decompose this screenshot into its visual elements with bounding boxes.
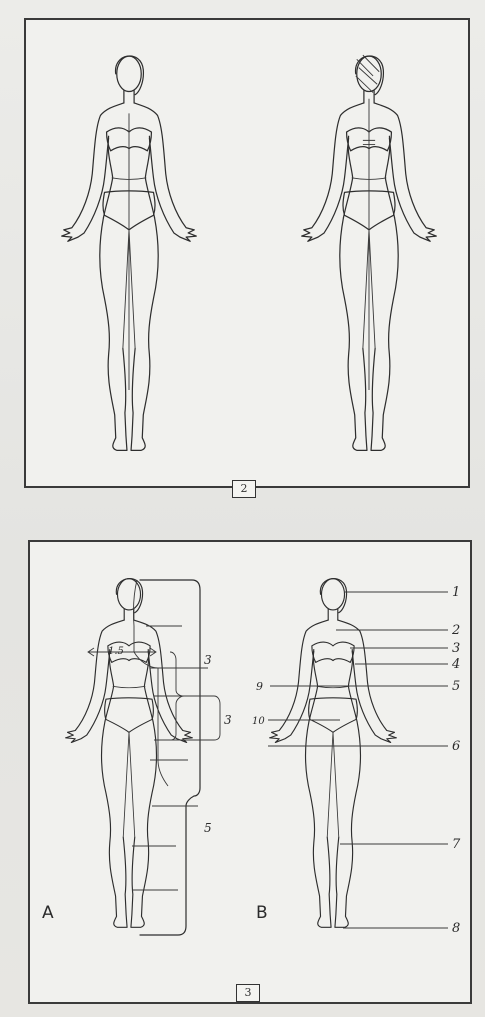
label-2: 2: [451, 623, 460, 638]
label-3: 3: [452, 641, 460, 656]
back-view-figure: [302, 55, 437, 450]
label-10: 10: [252, 716, 265, 727]
neck-measure-label: 1.5: [108, 646, 124, 657]
figure-3b-woman: [270, 579, 397, 928]
figure-number-2: 2: [232, 480, 256, 498]
figure-3b-reference-lines: [268, 592, 448, 928]
caption-b: B: [256, 903, 268, 923]
label-6: 6: [452, 739, 460, 754]
figure-3a-brackets: [88, 580, 220, 935]
label-4: 4: [451, 657, 460, 672]
label-1: 1: [452, 585, 460, 600]
bracket-label-upper: 3: [204, 653, 212, 667]
label-5: 5: [452, 679, 460, 694]
front-view-figure: [62, 56, 197, 450]
label-7: 7: [452, 837, 461, 852]
bracket-label-lower: 5: [204, 821, 212, 835]
figure-3a-labels: 1.5 3 3 5 A B: [42, 646, 268, 923]
label-8: 8: [452, 921, 460, 936]
figure-3b-number-labels: 1 2 3 4 5 6 7 8 9 10: [252, 585, 461, 936]
bracket-label-middle: 3: [224, 713, 232, 727]
figure-number-3: 3: [236, 984, 260, 1002]
label-9: 9: [256, 680, 263, 693]
figure-3a-woman: [66, 579, 193, 928]
caption-a: A: [42, 903, 54, 923]
